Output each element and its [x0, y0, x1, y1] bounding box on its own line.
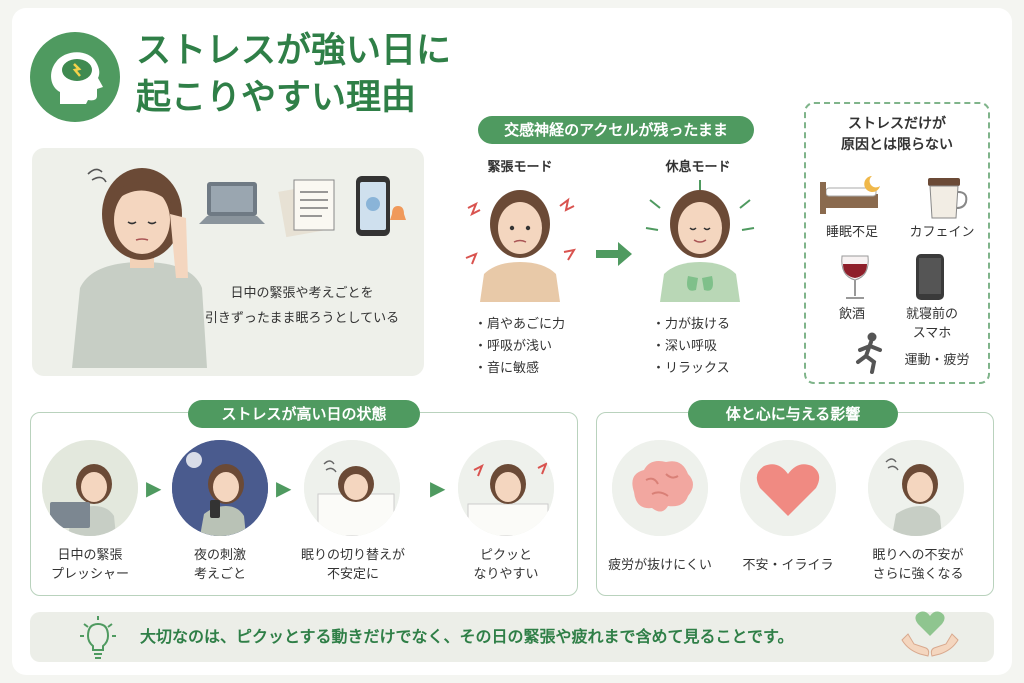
arrow-right-icon — [596, 242, 632, 266]
cause-alcohol: 飲酒 — [838, 307, 865, 322]
tense-woman-illustration — [465, 190, 577, 302]
effect-anxiety-circle — [740, 440, 836, 536]
footer-message: 大切なのは、ピクッとする動きだけでなく、その日の緊張や疲れまで含めて見ることです… — [140, 627, 794, 646]
running-person-icon — [856, 332, 882, 374]
stressed-woman-illustration — [72, 168, 207, 368]
title-line-1: ストレスが強い日に — [136, 31, 452, 71]
rest-bullet-item: リラックス — [652, 358, 772, 380]
arrow-right-icon: ▶ — [276, 476, 292, 500]
tense-bullets: 肩やあごに力 呼吸が浅い 音に敏感 — [474, 314, 594, 380]
wine-glass-icon — [841, 255, 869, 299]
laptop-icon — [199, 182, 265, 224]
state-step-caption: 眠りの切り替えが 不安定に — [288, 546, 418, 584]
step-line-1: 夜の刺激 — [193, 548, 246, 563]
step-line-1: 眠りの切り替えが — [300, 548, 405, 563]
effect-caption: 眠りへの不安が さらに強くなる — [858, 546, 978, 584]
causes-box — [804, 102, 990, 384]
state-twitch-circle — [458, 440, 554, 536]
smartphone-icon — [916, 254, 944, 300]
rest-bullet-item: 力が抜ける — [652, 314, 772, 336]
rest-bullet-item: 深い呼吸 — [652, 336, 772, 358]
tense-bullet-item: 音に敏感 — [474, 358, 594, 380]
scene-caption-line-2: 引きずったまま眠ろうとしている — [204, 311, 400, 326]
head-brain-icon — [30, 32, 120, 122]
state-step-caption: ピクッと なりやすい — [446, 546, 566, 584]
tense-mode-label: 緊張モード — [487, 160, 553, 175]
bed-moon-icon — [820, 176, 880, 214]
cause-phone-line-2: スマホ — [912, 326, 952, 341]
step-line-2: プレッシャー — [50, 567, 129, 582]
lightbulb-icon — [80, 616, 116, 659]
night-phone-woman-illustration — [172, 440, 268, 536]
state-night-stimulus-circle — [172, 440, 268, 536]
scene-box: 日中の緊張や考えごとを 引きずったまま眠ろうとしている — [32, 148, 424, 376]
effect-caption: 疲労が抜けにくい — [604, 556, 716, 575]
effect-caption: 不安・イライラ — [732, 556, 844, 575]
arrow-right-icon: ▶ — [146, 476, 162, 500]
step-line-2: なりやすい — [473, 567, 539, 582]
hands-heart-icon — [901, 611, 959, 657]
effect-line-2: さらに強くなる — [872, 567, 964, 582]
effect-fatigue-circle — [612, 440, 708, 536]
effect-line-1: 不安・イライラ — [742, 558, 834, 573]
states-pill: ストレスが高い日の状態 — [188, 400, 420, 428]
state-step-caption: 日中の緊張 プレッシャー — [30, 546, 150, 584]
cause-phone-line-1: 就寝前の — [905, 307, 958, 322]
effects-pill: 体と心に与える影響 — [688, 400, 898, 428]
scene-caption: 日中の緊張や考えごとを 引きずったまま眠ろうとしている — [192, 284, 412, 328]
cause-phone-before-bed: 就寝前の スマホ — [892, 305, 972, 343]
state-daytime-tension-circle — [42, 440, 138, 536]
causes-title-line-1: ストレスだけが — [848, 116, 946, 132]
tense-bullet-item: 肩やあごに力 — [474, 314, 594, 336]
cause-caffeine: カフェイン — [909, 225, 975, 240]
effect-sleep-anxiety-circle — [868, 440, 964, 536]
rest-woman-illustration — [645, 180, 755, 302]
sleeping-woman-illustration — [304, 440, 400, 536]
documents-icon — [278, 179, 335, 238]
cause-sleep-deprivation: 睡眠不足 — [825, 225, 878, 240]
effect-line-1: 疲労が抜けにくい — [608, 558, 712, 573]
effect-line-1: 眠りへの不安が — [872, 548, 964, 563]
state-step-caption: 夜の刺激 考えごと — [160, 546, 280, 584]
nerve-pill: 交感神経のアクセルが残ったまま — [478, 116, 754, 144]
page-title: ストレスが強い日に 起こりやすい理由 — [136, 28, 516, 122]
scene-caption-line-1: 日中の緊張や考えごとを — [230, 286, 374, 301]
heart-icon — [740, 440, 836, 536]
causes-title-line-2: 原因とは限らない — [841, 137, 953, 153]
worried-woman-illustration — [868, 440, 964, 536]
step-line-2: 不安定に — [326, 567, 379, 582]
step-line-1: 日中の緊張 — [57, 548, 123, 563]
cause-exercise-fatigue: 運動・疲労 — [904, 353, 970, 368]
causes-title: ストレスだけが 原因とは限らない — [804, 114, 990, 156]
step-line-2: 考えごと — [193, 567, 246, 582]
brain-icon — [612, 440, 708, 536]
title-line-2: 起こりやすい理由 — [136, 78, 417, 118]
tense-bullet-item: 呼吸が浅い — [474, 336, 594, 358]
arrow-right-icon: ▶ — [430, 476, 446, 500]
smartphone-alert-icon — [356, 176, 406, 236]
rest-bullets: 力が抜ける 深い呼吸 リラックス — [652, 314, 772, 380]
state-unstable-sleep-circle — [304, 440, 400, 536]
step-line-1: ピクッと — [479, 548, 532, 563]
footer-bar — [30, 612, 994, 662]
working-woman-illustration — [42, 440, 138, 536]
coffee-cup-icon — [928, 178, 968, 219]
rest-mode-label: 休息モード — [665, 160, 731, 175]
startled-woman-illustration — [458, 440, 554, 536]
